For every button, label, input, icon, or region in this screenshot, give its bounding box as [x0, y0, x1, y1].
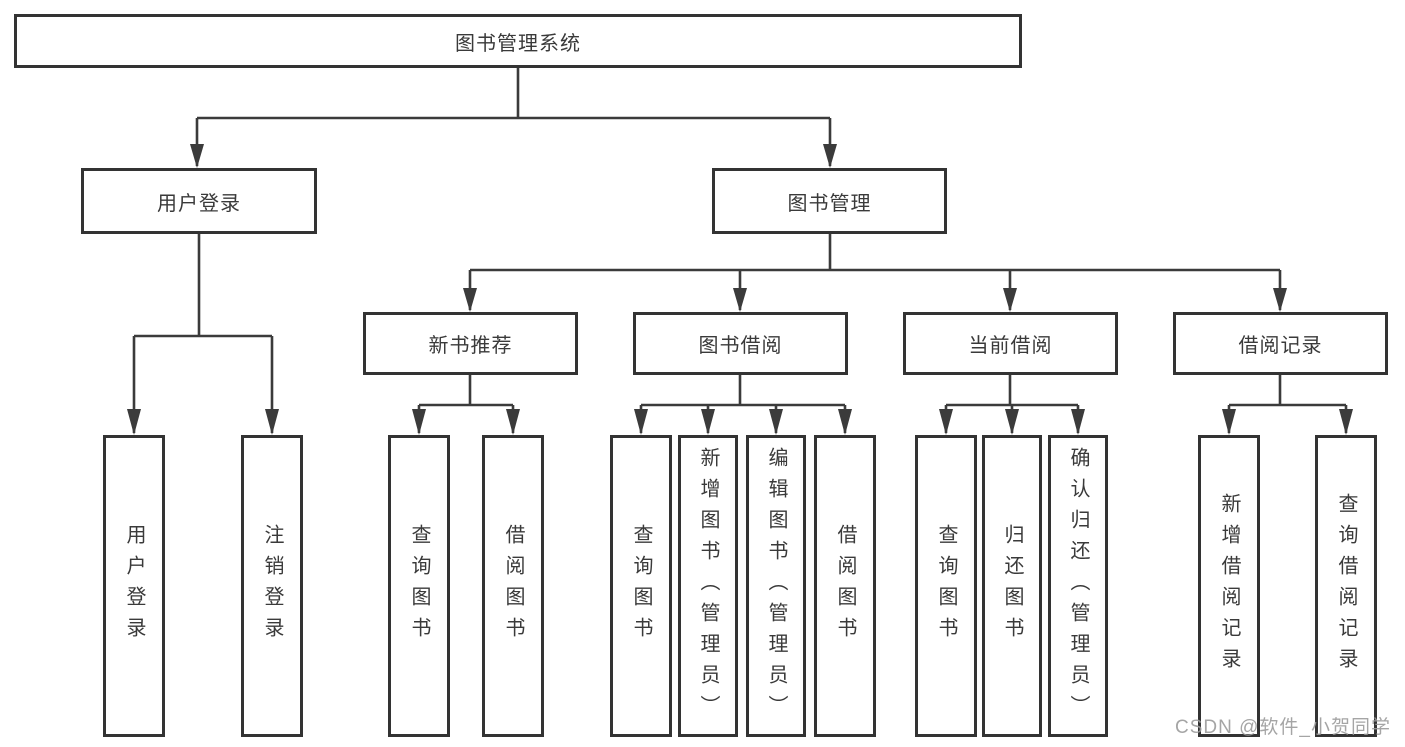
leaf-query-book-recommend-label: 查询图书 [408, 524, 430, 648]
node-current-borrow: 当前借阅 [903, 312, 1118, 375]
csdn-watermark: CSDN @软件_小贺同学 [1175, 717, 1391, 738]
leaf-query-borrow-record-label: 查询借阅记录 [1335, 493, 1357, 679]
connector-login-to-leaves [132, 234, 274, 433]
leaf-query-borrow-record: 查询借阅记录 [1315, 435, 1377, 737]
leaf-user-login: 用户登录 [103, 435, 165, 737]
node-book-borrow: 图书借阅 [633, 312, 848, 375]
node-book-management-label: 图书管理 [787, 192, 872, 215]
connector-recommend-to-leaves [417, 375, 515, 433]
node-book-management: 图书管理 [712, 168, 947, 234]
connector-root-to-level2 [195, 68, 832, 166]
node-user-login-label: 用户登录 [157, 192, 241, 215]
node-user-login: 用户登录 [81, 168, 317, 234]
leaf-query-book-recommend: 查询图书 [388, 435, 450, 737]
connector-record-to-leaves [1227, 375, 1348, 433]
node-root-label: 图书管理系统 [455, 32, 581, 55]
leaf-query-book-borrow: 查询图书 [610, 435, 672, 737]
node-root-system: 图书管理系统 [14, 14, 1022, 68]
node-new-book-recommend-label: 新书推荐 [428, 335, 513, 357]
node-current-borrow-label: 当前借阅 [968, 335, 1053, 357]
node-new-book-recommend: 新书推荐 [363, 312, 578, 375]
leaf-logout-label: 注销登录 [261, 524, 283, 648]
leaf-add-borrow-record: 新增借阅记录 [1198, 435, 1260, 737]
leaf-query-book-current-label: 查询图书 [935, 524, 957, 648]
leaf-add-book-admin: 新增图书（管理员） [678, 435, 738, 737]
leaf-edit-book-admin-label: 编辑图书（管理员） [765, 446, 787, 726]
node-borrow-record-label: 借阅记录 [1238, 335, 1323, 357]
leaf-return-book-label: 归还图书 [1001, 524, 1023, 648]
leaf-user-login-label: 用户登录 [123, 524, 145, 648]
leaf-add-book-admin-label: 新增图书（管理员） [697, 446, 719, 726]
leaf-borrow-book-label: 借阅图书 [834, 524, 856, 648]
connector-mgmt-to-level3 [468, 234, 1282, 310]
leaf-return-book: 归还图书 [982, 435, 1042, 737]
node-borrow-record: 借阅记录 [1173, 312, 1388, 375]
leaf-confirm-return-admin: 确认归还（管理员） [1048, 435, 1108, 737]
arrowheads [127, 144, 1353, 435]
leaf-logout: 注销登录 [241, 435, 303, 737]
leaf-add-borrow-record-label: 新增借阅记录 [1218, 493, 1240, 679]
leaf-query-book-borrow-label: 查询图书 [630, 524, 652, 648]
connector-borrow-to-leaves [639, 375, 847, 433]
leaf-edit-book-admin: 编辑图书（管理员） [746, 435, 806, 737]
leaf-query-book-current: 查询图书 [915, 435, 977, 737]
leaf-confirm-return-admin-label: 确认归还（管理员） [1067, 446, 1089, 726]
leaf-borrow-book: 借阅图书 [814, 435, 876, 737]
node-book-borrow-label: 图书借阅 [698, 335, 783, 357]
leaf-borrow-book-recommend-label: 借阅图书 [502, 524, 524, 648]
leaf-borrow-book-recommend: 借阅图书 [482, 435, 544, 737]
